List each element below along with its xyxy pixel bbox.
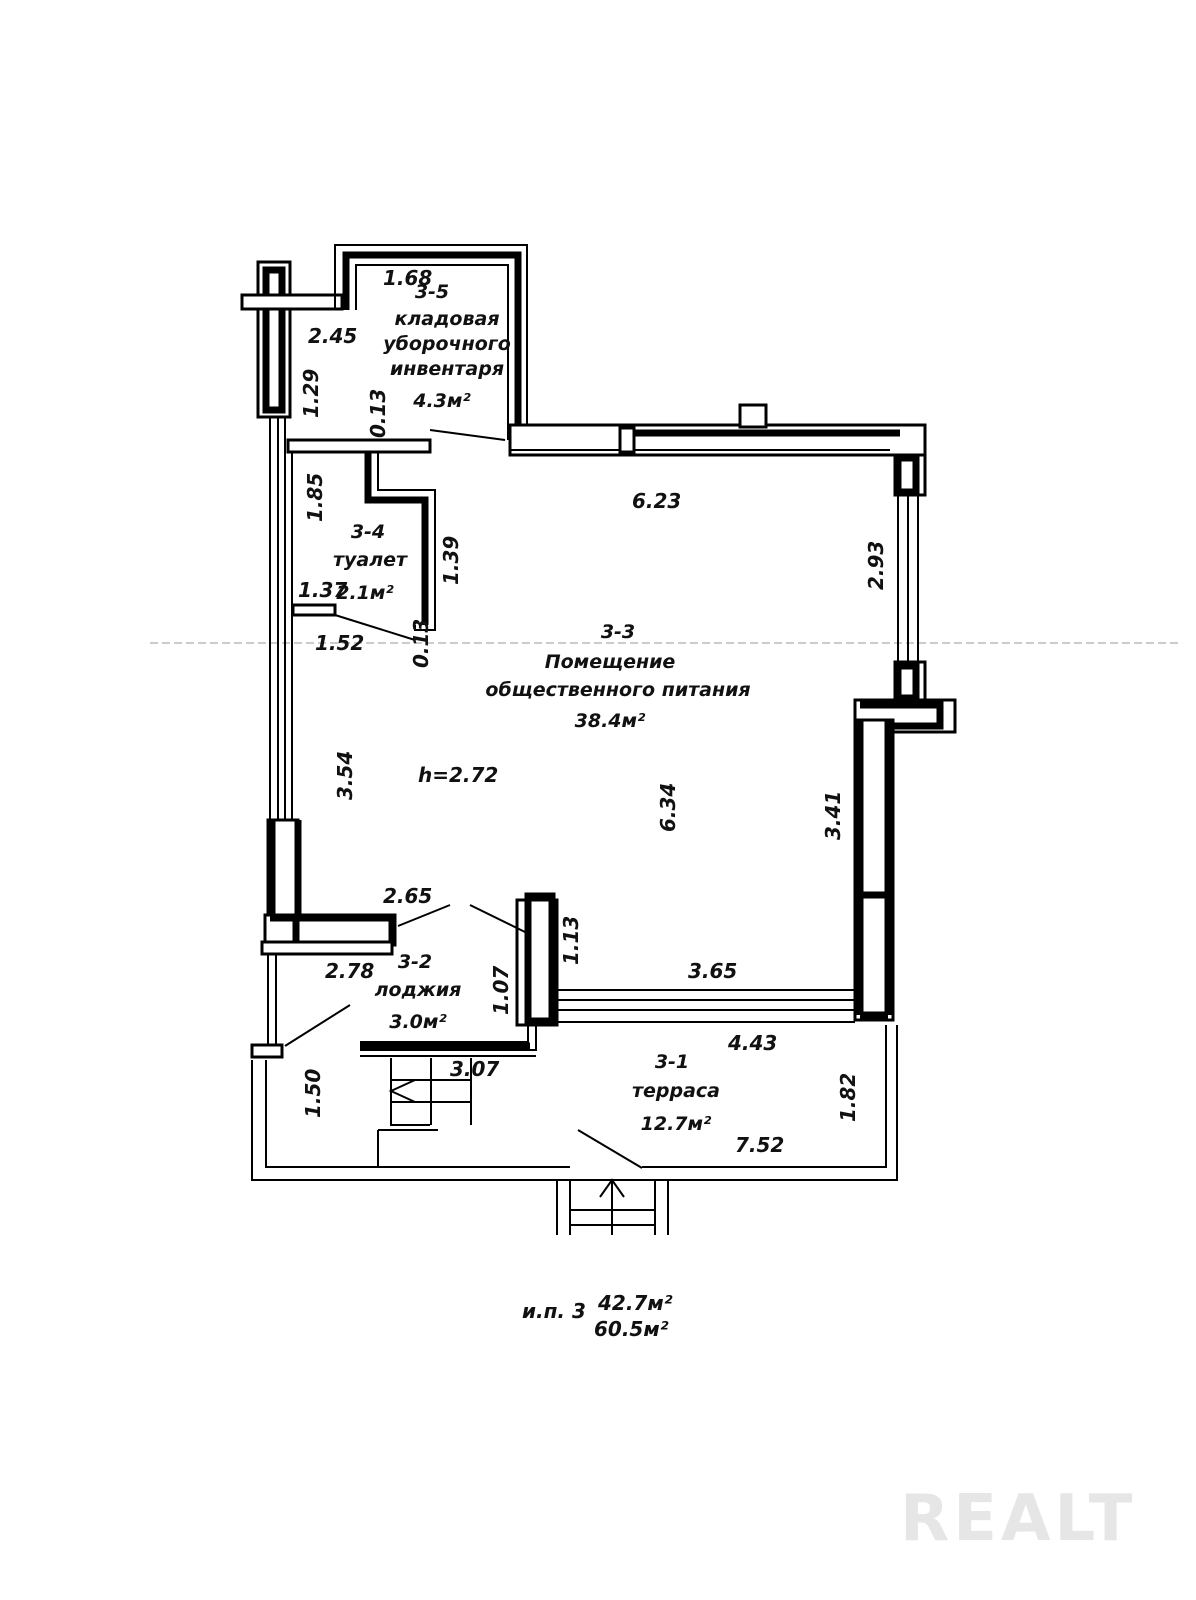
walls bbox=[240, 244, 957, 1235]
svg-text:4.3м²: 4.3м² bbox=[412, 390, 471, 412]
svg-text:общественного питания: общественного питания bbox=[485, 679, 750, 701]
dimension-label: 3.65 bbox=[688, 959, 737, 983]
dimension-label: 6.23 bbox=[632, 489, 681, 513]
dimensions: 1.68 2.45 1.29 0.13 1.85 1.39 1.37 1.52 … bbox=[298, 266, 888, 1157]
dimension-label: 0.13 bbox=[409, 619, 433, 668]
room-3-4-label: 3-4 туалет 2.1м² bbox=[333, 521, 408, 604]
dimension-label: 2.78 bbox=[325, 959, 374, 983]
dimension-label: 1.82 bbox=[836, 1073, 860, 1122]
dimension-label: 1.52 bbox=[315, 631, 364, 655]
svg-text:12.7м²: 12.7м² bbox=[641, 1113, 712, 1135]
svg-text:3.0м²: 3.0м² bbox=[389, 1011, 447, 1033]
svg-text:3-1: 3-1 bbox=[655, 1051, 689, 1073]
dimension-label: 1.37 bbox=[298, 578, 347, 602]
dimension-label: 3.54 bbox=[333, 751, 357, 800]
room-3-1-label: 3-1 терраса 12.7м² bbox=[632, 1051, 720, 1135]
dimension-label: 2.65 bbox=[383, 884, 432, 908]
svg-text:уборочного: уборочного bbox=[383, 333, 511, 355]
dimension-label: 1.13 bbox=[559, 916, 583, 965]
svg-text:3-3: 3-3 bbox=[601, 621, 635, 643]
dimension-label: 2.45 bbox=[308, 324, 357, 348]
svg-text:2.1м²: 2.1м² bbox=[336, 582, 394, 604]
svg-text:Помещение: Помещение bbox=[545, 651, 676, 673]
svg-text:инвентаря: инвентаря bbox=[390, 358, 504, 380]
summary-label: и.п. 3 bbox=[522, 1299, 586, 1323]
dimension-label: 3.07 bbox=[450, 1057, 499, 1081]
svg-text:3-4: 3-4 bbox=[351, 521, 385, 543]
svg-text:38.4м²: 38.4м² bbox=[575, 710, 646, 732]
realt-watermark-logo: REALT bbox=[900, 1482, 1136, 1556]
room-3-2-label: 3-2 лоджия 3.0м² bbox=[375, 951, 462, 1033]
svg-text:кладовая: кладовая bbox=[394, 308, 499, 330]
room-3-3-label: 3-3 Помещение общественного питания 38.4… bbox=[485, 621, 750, 732]
dimension-label: 1.07 bbox=[489, 966, 513, 1015]
dimension-label: 1.85 bbox=[303, 473, 327, 522]
svg-text:терраса: терраса bbox=[632, 1080, 720, 1102]
summary-area-total: 60.5м² bbox=[594, 1317, 669, 1341]
room-3-5-label: 3-5 кладовая уборочного инвентаря 4.3м² bbox=[383, 281, 511, 412]
dimension-label: 1.50 bbox=[301, 1069, 325, 1118]
svg-text:3-2: 3-2 bbox=[398, 951, 432, 973]
dimension-label: 1.29 bbox=[299, 369, 323, 418]
svg-text:лоджия: лоджия bbox=[375, 979, 462, 1001]
dimension-label: 1.39 bbox=[439, 536, 463, 585]
dimension-label: 2.93 bbox=[864, 541, 888, 590]
dimension-label: 3.41 bbox=[821, 791, 845, 840]
area-summary: и.п. 3 42.7м² 60.5м² bbox=[522, 1291, 673, 1341]
ceiling-height: h=2.72 bbox=[418, 763, 498, 787]
dimension-label: 4.43 bbox=[727, 1031, 777, 1055]
dimension-label: 1.68 bbox=[383, 266, 432, 290]
dimension-label: 0.13 bbox=[366, 389, 390, 438]
dimension-label: 6.34 bbox=[656, 783, 680, 832]
svg-text:туалет: туалет bbox=[333, 549, 408, 571]
summary-area-main: 42.7м² bbox=[597, 1291, 673, 1315]
svg-text:3-5: 3-5 bbox=[415, 281, 449, 303]
dimension-label: 7.52 bbox=[735, 1133, 784, 1157]
